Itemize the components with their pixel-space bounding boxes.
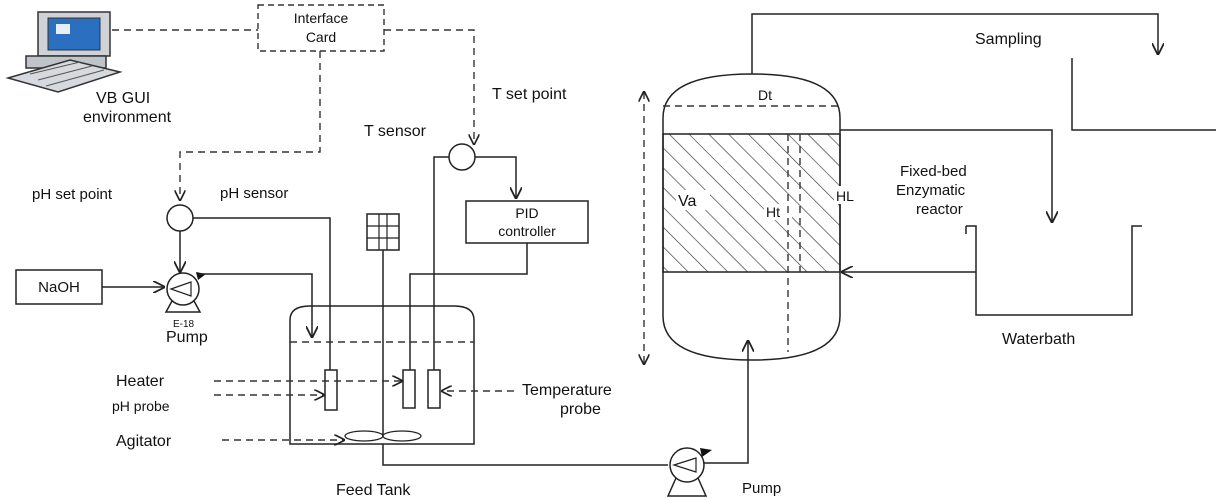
t-sensor-label: T sensor [364,123,427,140]
agitator-motor [366,213,400,251]
ph-probe-label: pH probe [112,398,170,414]
water-return-line [840,129,1052,222]
computer-icon [5,11,123,93]
pump-tag-label: E-18 [173,319,195,330]
ph-sensor-label: pH sensor [220,185,288,202]
bottom-pump-label: Pump [742,480,781,497]
ph-sensor [166,204,194,232]
t-set-point-label: T set point [492,86,567,103]
circulation-pump [666,447,712,497]
waterbath [965,225,1142,316]
ph-probe [324,369,338,411]
t-set-point-line [384,29,474,144]
temperature-probe-label-line2: probe [560,401,601,418]
hl-label: HL [836,188,854,204]
reactor-label-line3: reactor [916,201,963,218]
feed-tank-label: Feed Tank [336,482,411,498]
ph-probe-line [193,217,331,370]
interface-card-label-line2: Card [306,29,336,45]
interface-card-label-line1: Interface [294,10,349,26]
t-sensor-probe-line [433,156,449,372]
dosing-pump [164,272,206,313]
pid-label-line1: PID [515,205,538,221]
t-sensor [448,143,476,171]
dt-label: Dt [758,87,772,103]
reactor-label-line2: Enzymatic [896,182,966,199]
pid-label-line2: controller [498,223,556,239]
va-label: Va [678,193,696,210]
temperature-probe [427,369,441,409]
interface-card [257,4,385,52]
heater-element [402,369,416,409]
temperature-probe-label-line1: Temperature [522,382,612,399]
sampling-line [751,13,1158,74]
heater-label: Heater [116,373,165,390]
vb-gui-label-line2: environment [83,109,172,126]
pump-to-reactor-line [704,341,748,464]
left-pump-label: Pump [166,329,208,346]
ht-label: Ht [766,204,780,220]
feed-tank [289,305,475,445]
sampling-label: Sampling [975,31,1042,48]
pid-to-heater-line [409,243,528,370]
tank-outlet-line [382,444,668,466]
pid-controller [465,200,589,244]
outflow-line [1071,58,1216,131]
naoh-box [15,269,103,305]
fixed-bed-reactor [662,73,841,361]
waterbath-label: Waterbath [1002,331,1075,348]
t-sensor-to-pid-line [475,156,516,198]
ph-set-point-line [180,51,321,200]
naoh-label: NaOH [38,279,80,296]
ph-set-point-label: pH set point [32,186,113,203]
pump-to-tank-line [199,273,312,337]
agitator-impeller [344,430,422,442]
vb-gui-label-line1: VB GUI [96,90,150,107]
reactor-label-line1: Fixed-bed [900,163,967,180]
agitator-label: Agitator [116,433,172,450]
